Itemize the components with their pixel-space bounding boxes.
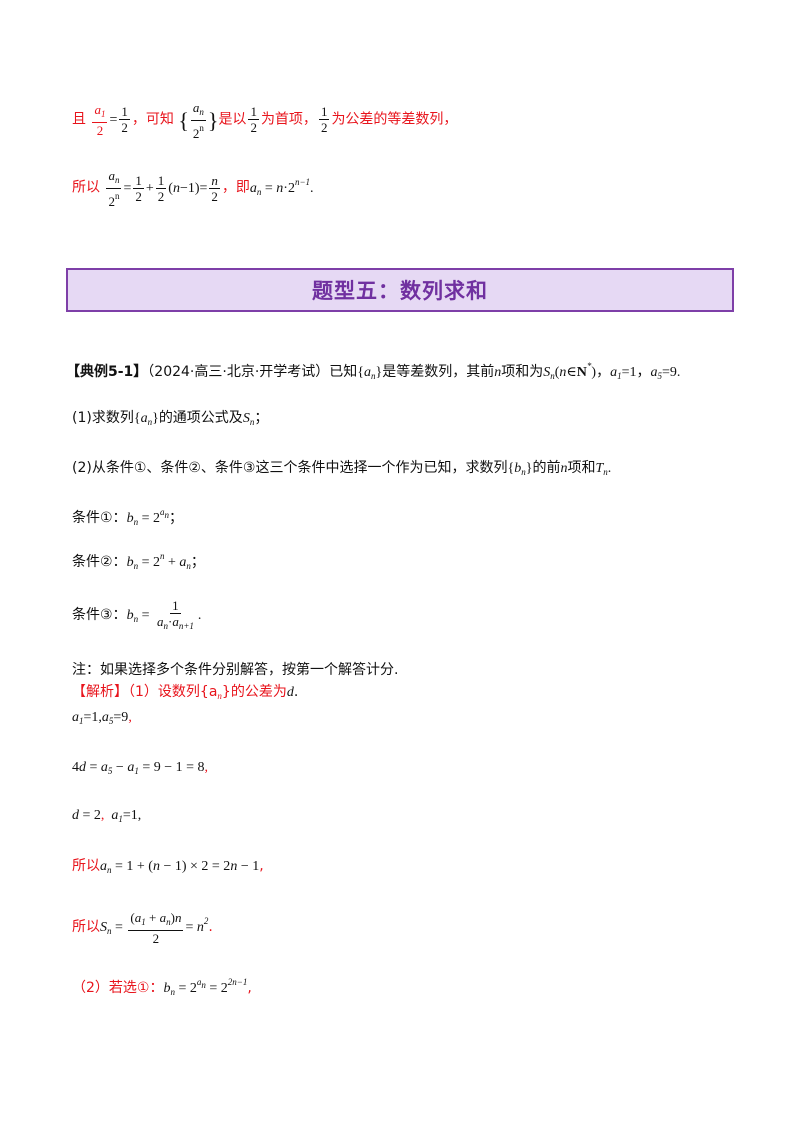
semicolon-2: ； [168, 510, 183, 526]
so-2: 所以 [72, 919, 100, 936]
q1-prefix: (1)求数列 [72, 410, 134, 426]
part-2: （2）若选①：bn = 2an = 22n−1, [72, 977, 252, 997]
q1-suffix: 的通项公式及 [158, 410, 243, 426]
question-2: (2)从条件①、条件②、条件③这三个条件中选择一个作为已知，求数列{bn}的前n… [72, 458, 611, 482]
question-1: (1)求数列{an}的通项公式及Sn； [72, 408, 268, 432]
note-text: 注：如果选择多个条件分别解答，按第一个解答计分. [72, 662, 399, 678]
text-xianghewei: 项和为 [501, 364, 544, 380]
var-n: n [494, 365, 502, 380]
semicolon-1: ； [254, 410, 269, 426]
text-shiyi: 是以 [218, 111, 247, 128]
text-qie: 且 [72, 111, 86, 128]
var-d: d [286, 685, 294, 700]
formula-a1-eq-1: a1=1 [610, 365, 637, 381]
solution-intro: 【解析】（1）设数列{an}的公差为d. [72, 682, 298, 706]
var-n-2: n [560, 461, 568, 476]
example-label: 【典例5-1】 [66, 364, 148, 380]
text-gongcha: 为公差的等差数列， [331, 111, 458, 128]
comma-1: ， [596, 364, 611, 380]
example-source: （2024·高三·北京·开学考试）已知 [147, 364, 358, 380]
formula-an-eq: an = 1 + (n − 1) × 2 = 2n − 1 [100, 859, 260, 875]
text-suoyi: 所以 [72, 179, 100, 196]
section-banner: 题型五：数列求和 [66, 268, 734, 312]
formula-bn-choice-1: bn = 2an = 22n−1 [163, 977, 248, 997]
condition-2-label: 条件②： [72, 554, 127, 570]
formula-sn-domain: Sn(n∈N*) [543, 361, 597, 381]
so-1: 所以 [72, 858, 100, 874]
solution-intro-text: （1）设数列{a [128, 684, 218, 700]
step-an: 所以an = 1 + (n − 1) × 2 = 2n − 1, [72, 858, 264, 875]
part-2-label: （2）若选①： [72, 980, 164, 996]
condition-3-label: 条件③： [72, 607, 127, 624]
formula-an-result: an = n·2n−1. [249, 176, 314, 197]
text-dengcha: 是等差数列，其前 [382, 364, 495, 380]
solution-intro-sub: n [217, 691, 222, 701]
solution-intro-end: }的公差为 [221, 684, 287, 700]
formula-a5-eq-9: a5=9. [650, 365, 681, 381]
formula-condition-2: bn = 2n + an [126, 551, 191, 571]
period-1: . [293, 684, 299, 700]
formula-tn: Tn. [595, 461, 612, 477]
note: 注：如果选择多个条件分别解答，按第一个解答计分. [72, 660, 398, 680]
q2-suffix: 项和 [567, 460, 596, 476]
formula-seq-bn: {bn} [507, 461, 533, 477]
example-statement: 【典例5-1】（2024·高三·北京·开学考试）已知{an}是等差数列，其前n项… [66, 356, 680, 386]
formula-condition-1: bn = 2an [126, 507, 169, 527]
step-d: d = 2, a1=1, [72, 808, 142, 824]
condition-2: 条件②：bn = 2n + an； [72, 546, 205, 576]
text-shouxiang: 为首项， [260, 111, 317, 128]
q2-mid: 的前 [532, 460, 561, 476]
comma-2: ， [636, 364, 651, 380]
step-given: a1=1,a5=9, [72, 710, 132, 726]
condition-1-label: 条件①： [72, 510, 127, 526]
formula-seq-an: {an} [357, 365, 383, 381]
semicolon-3: ； [190, 554, 205, 570]
text-ji: ，即 [221, 179, 250, 196]
solution-label: 【解析】 [72, 684, 128, 700]
section-title: 题型五：数列求和 [312, 279, 488, 303]
condition-1: 条件①：bn = 2an； [72, 502, 183, 532]
step-4d: 4d = a5 − a1 = 9 − 1 = 8, [72, 760, 208, 776]
formula-seq-an-2: {an} [133, 411, 159, 427]
formula-sn: Sn [242, 411, 255, 427]
q2-prefix: (2)从条件①、条件②、条件③这三个条件中选择一个作为已知，求数列 [72, 460, 508, 476]
text-kezhi: ，可知 [131, 111, 174, 128]
